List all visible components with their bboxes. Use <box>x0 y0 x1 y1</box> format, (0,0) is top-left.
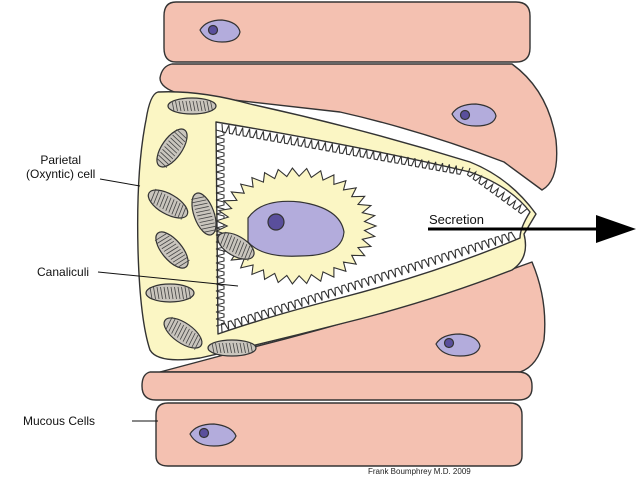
parietal-label-line2: (Oxyntic) cell <box>26 167 96 181</box>
mitochondrion-9 <box>207 339 257 357</box>
mitochondrion-2 <box>156 128 188 168</box>
canaliculi-leader-line <box>97 271 239 287</box>
parietal-cell-label: Parietal (Oxyntic) cell <box>26 153 95 181</box>
nucleus-top-cell <box>199 19 241 43</box>
nucleus-mucous-cell <box>189 423 237 447</box>
mucous-cell <box>155 402 523 467</box>
mitochondrion-1 <box>167 97 217 115</box>
nucleus-upper-right-cell <box>451 103 497 127</box>
microvilli-upper-tip <box>466 167 528 215</box>
mitochondrion-6 <box>154 231 190 269</box>
parietal-leader-line <box>99 178 141 187</box>
mitochondrion-7 <box>145 283 195 303</box>
microvilli-upper <box>221 123 464 175</box>
microvilli-lower <box>220 231 517 333</box>
secretion-label: Secretion <box>429 212 484 227</box>
canaliculi-label: Canaliculi <box>37 265 90 279</box>
author-credit: Frank Boumphrey M.D. 2009 <box>368 467 471 476</box>
nucleus-lower-right-cell <box>435 333 481 357</box>
mitochondrion-5 <box>217 231 255 261</box>
mucous-cells-label: Mucous Cells <box>23 414 96 428</box>
mitochondrion-3 <box>147 188 189 220</box>
parietal-label-line1: Parietal <box>40 153 82 167</box>
epithelial-cell-top <box>163 1 531 63</box>
mitochondrion-4 <box>191 192 218 236</box>
secretion-arrow <box>428 215 636 243</box>
epithelial-cell-bottom <box>141 371 533 401</box>
parietal-nucleus <box>247 200 345 257</box>
epithelial-cell-upper-right <box>159 63 558 191</box>
